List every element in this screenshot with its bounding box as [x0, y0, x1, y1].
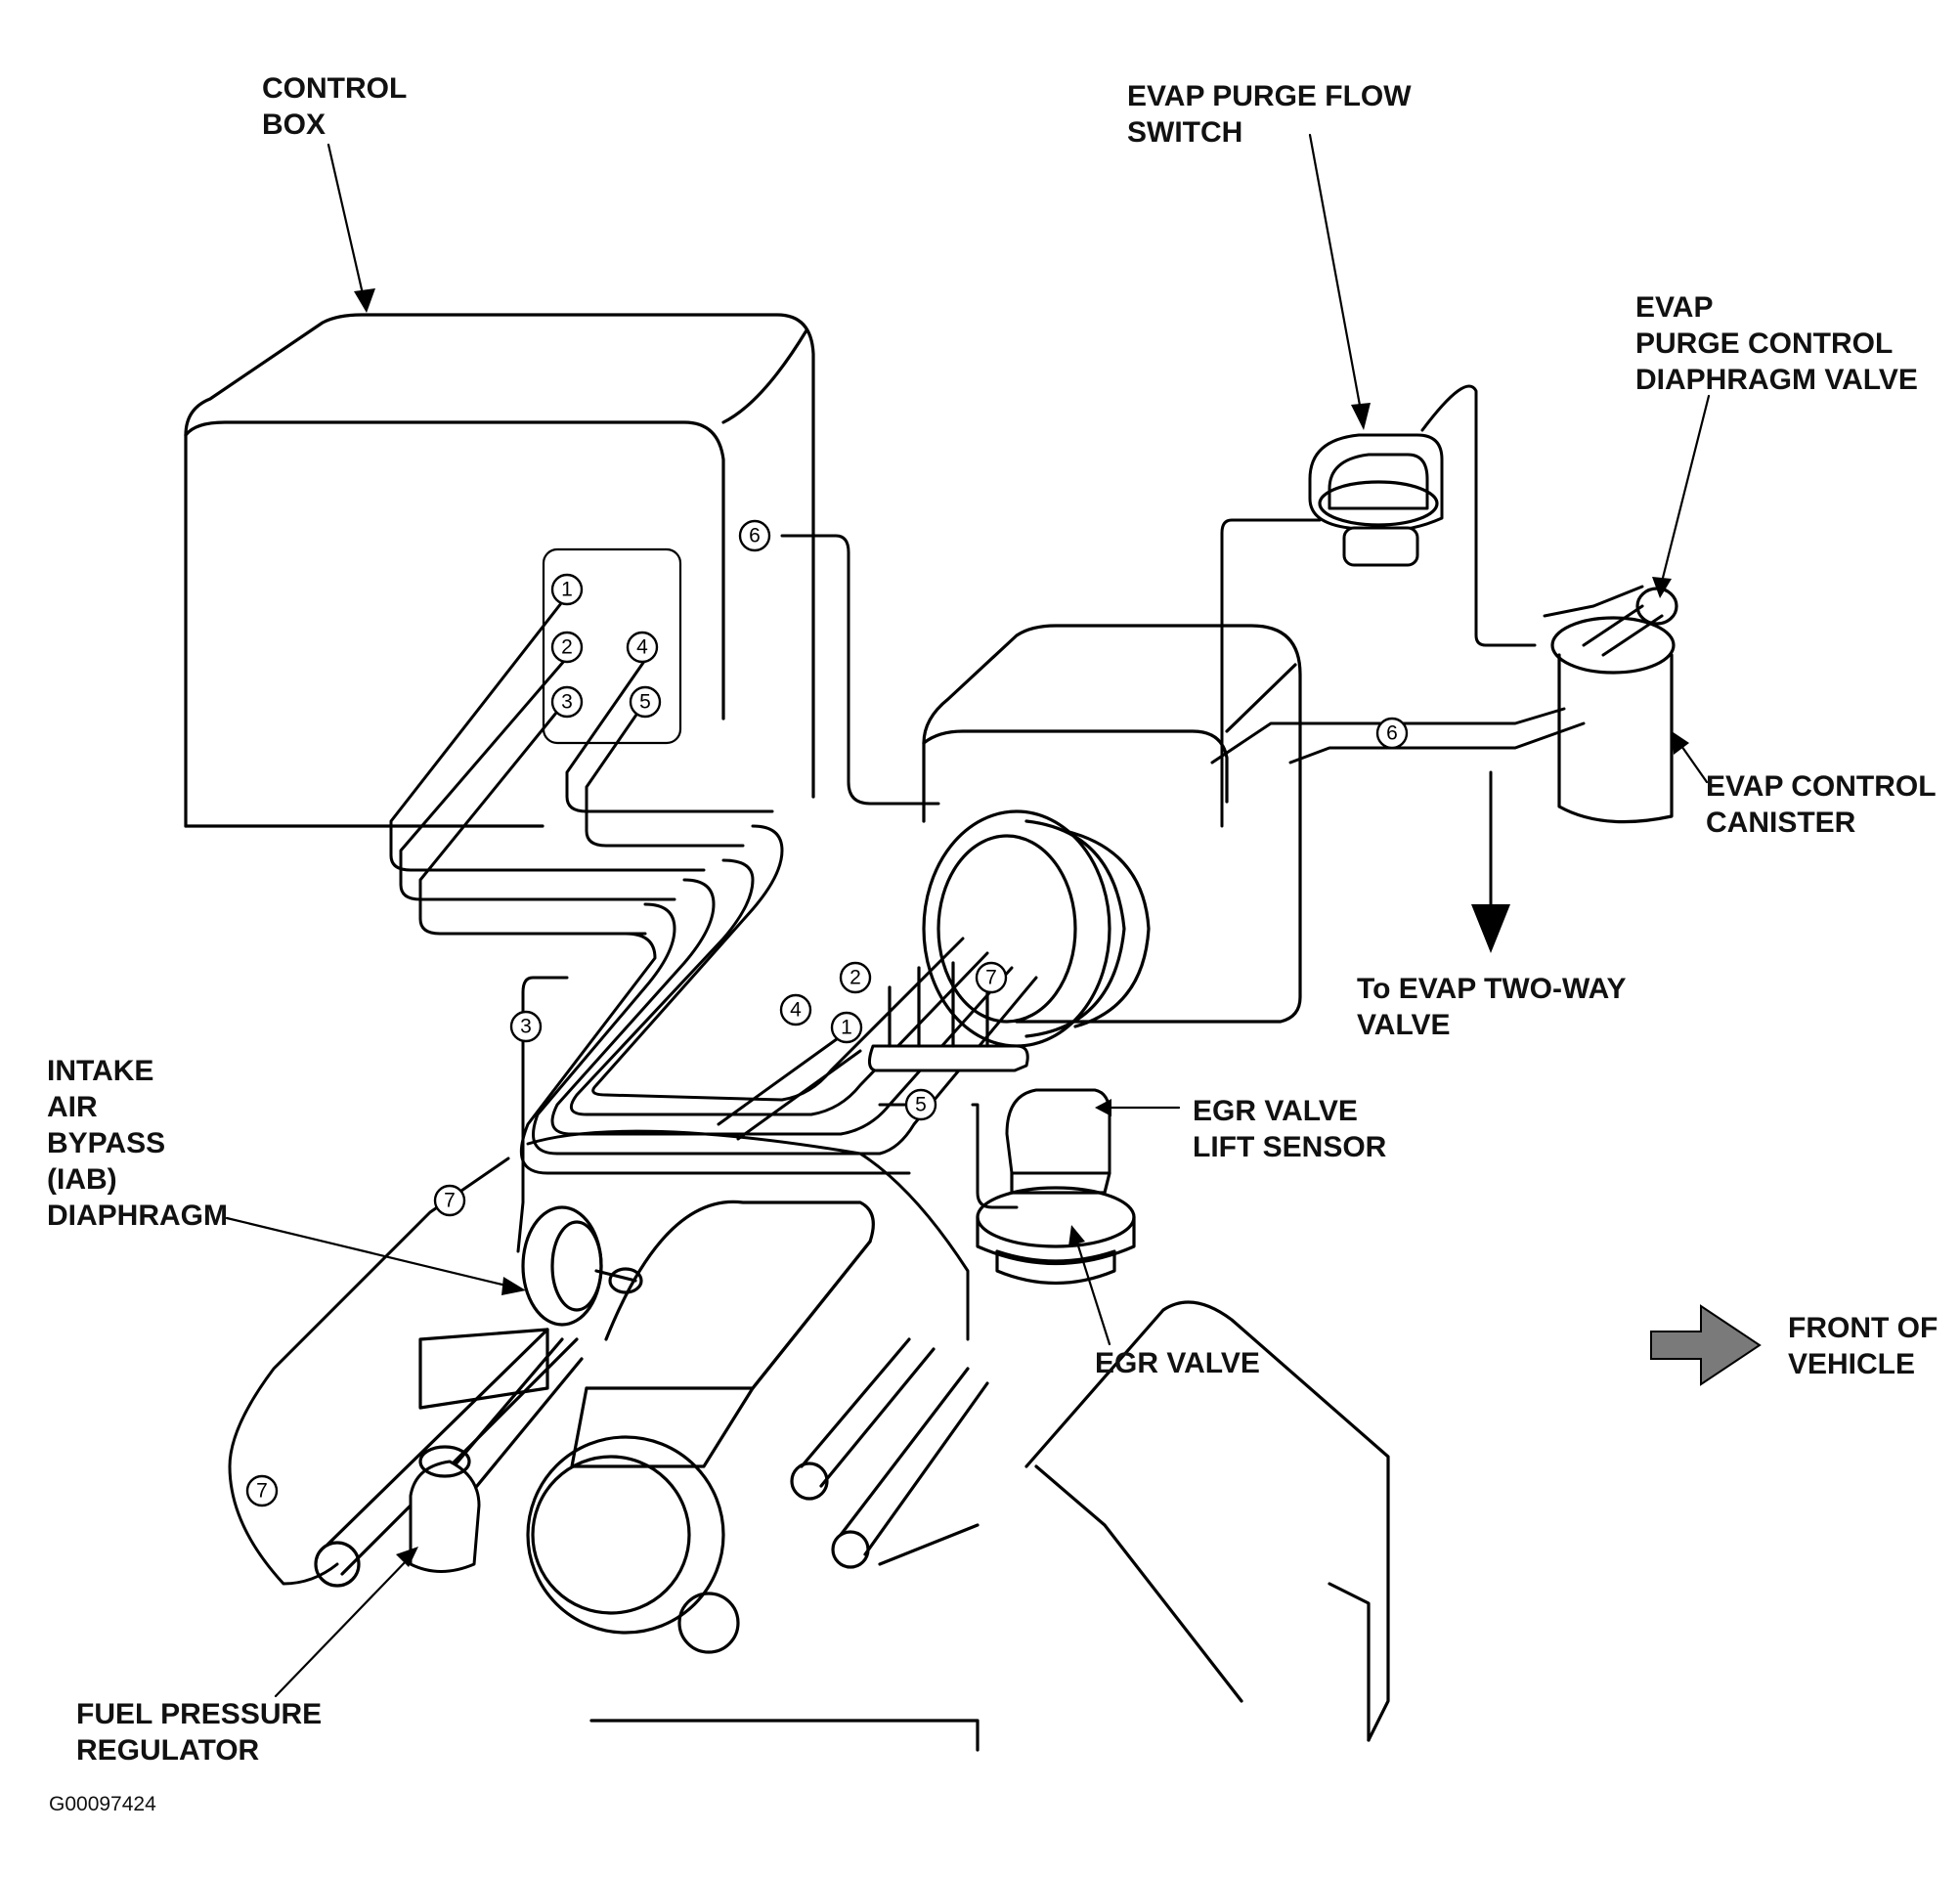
evap-purge-control-diaphragm-valve-leader [1652, 394, 1711, 598]
evap-purge-control-diaphragm-valve-label: EVAP PURGE CONTROL DIAPHRAGM VALVE [1635, 291, 1918, 396]
control-box-label: CONTROL BOX [262, 72, 408, 141]
svg-text:3: 3 [561, 691, 573, 714]
svg-text:5: 5 [639, 691, 651, 714]
hose-number-throttle-4: 4 [779, 993, 812, 1026]
hose-number-box-1: 1 [550, 573, 584, 606]
evap-control-canister-leader [1672, 731, 1709, 784]
hose-number-evap-6: 6 [1375, 717, 1409, 750]
figure-code: G00097424 [49, 1793, 156, 1815]
iab-leader [225, 1216, 526, 1295]
fuel-pressure-regulator-leader [274, 1547, 418, 1698]
svg-text:2: 2 [561, 636, 573, 659]
svg-text:5: 5 [915, 1094, 927, 1116]
svg-text:2: 2 [849, 967, 861, 989]
hose-number-reg-7: 7 [245, 1474, 279, 1507]
two-way-valve-arrow [1471, 904, 1510, 953]
front-of-vehicle-arrow [1650, 1304, 1762, 1386]
egr-valve [976, 1186, 1136, 1286]
fuel-pressure-regulator [409, 1445, 481, 1573]
hose-bundle [389, 596, 1038, 1175]
iab-diaphragm [521, 1205, 643, 1327]
evap-purge-flow-switch-leader [1308, 133, 1371, 430]
svg-text:3: 3 [520, 1016, 532, 1038]
svg-text:7: 7 [985, 967, 997, 989]
fuel-pressure-regulator-label: FUEL PRESSURE REGULATOR [76, 1698, 323, 1767]
hose-number-box-2: 2 [550, 631, 584, 664]
control-box-leader [327, 143, 375, 313]
svg-text:4: 4 [636, 636, 648, 659]
egr-valve-leader [1068, 1225, 1111, 1346]
svg-text:7: 7 [256, 1480, 268, 1503]
to-evap-two-way-valve-label: To EVAP TWO-WAY VALVE [1357, 973, 1627, 1041]
hose-number-egr-5: 5 [904, 1088, 937, 1121]
hose-number-iab-7: 7 [433, 1184, 466, 1217]
svg-text:1: 1 [841, 1017, 852, 1039]
svg-text:7: 7 [444, 1190, 456, 1212]
hose-3-line [516, 976, 569, 1253]
evap-control-canister [1543, 585, 1678, 824]
hose-number-throttle-1: 1 [830, 1011, 863, 1044]
hose-number-box-6: 6 [738, 519, 771, 552]
evap-purge-flow-switch [1220, 384, 1537, 828]
evap-control-canister-label: EVAP CONTROL CANISTER [1706, 770, 1937, 839]
front-of-vehicle-label: FRONT OF VEHICLE [1788, 1312, 1938, 1380]
control-box [184, 313, 815, 828]
svg-text:6: 6 [749, 525, 761, 547]
egr-valve-label: EGR VALVE [1095, 1347, 1260, 1379]
evap-purge-flow-switch-label: EVAP PURGE FLOW SWITCH [1127, 80, 1412, 149]
svg-text:6: 6 [1386, 722, 1398, 745]
iab-diaphragm-label: INTAKE AIR BYPASS (IAB) DIAPHRAGM [47, 1055, 228, 1232]
hose-number-box-4: 4 [626, 631, 659, 664]
svg-text:1: 1 [561, 579, 573, 601]
hose-6-line [780, 534, 940, 806]
hose-number-throttle-2: 2 [839, 961, 872, 994]
hose-7-loop [228, 1157, 510, 1586]
engine-intake-plenum [314, 1200, 1390, 1752]
egr-valve-lift-sensor-label: EGR VALVE LIFT SENSOR [1193, 1095, 1387, 1163]
hose-number-box-5: 5 [629, 685, 662, 719]
vacuum-manifold-block [868, 961, 1029, 1072]
svg-text:4: 4 [790, 999, 802, 1022]
egr-valve-lift-sensor [976, 1088, 1111, 1209]
hose-number-throttle-7: 7 [975, 961, 1008, 994]
hose-number-left-3: 3 [509, 1010, 543, 1043]
egr-lift-sensor-leader [1095, 1099, 1181, 1116]
hose-number-box-3: 3 [550, 685, 584, 719]
